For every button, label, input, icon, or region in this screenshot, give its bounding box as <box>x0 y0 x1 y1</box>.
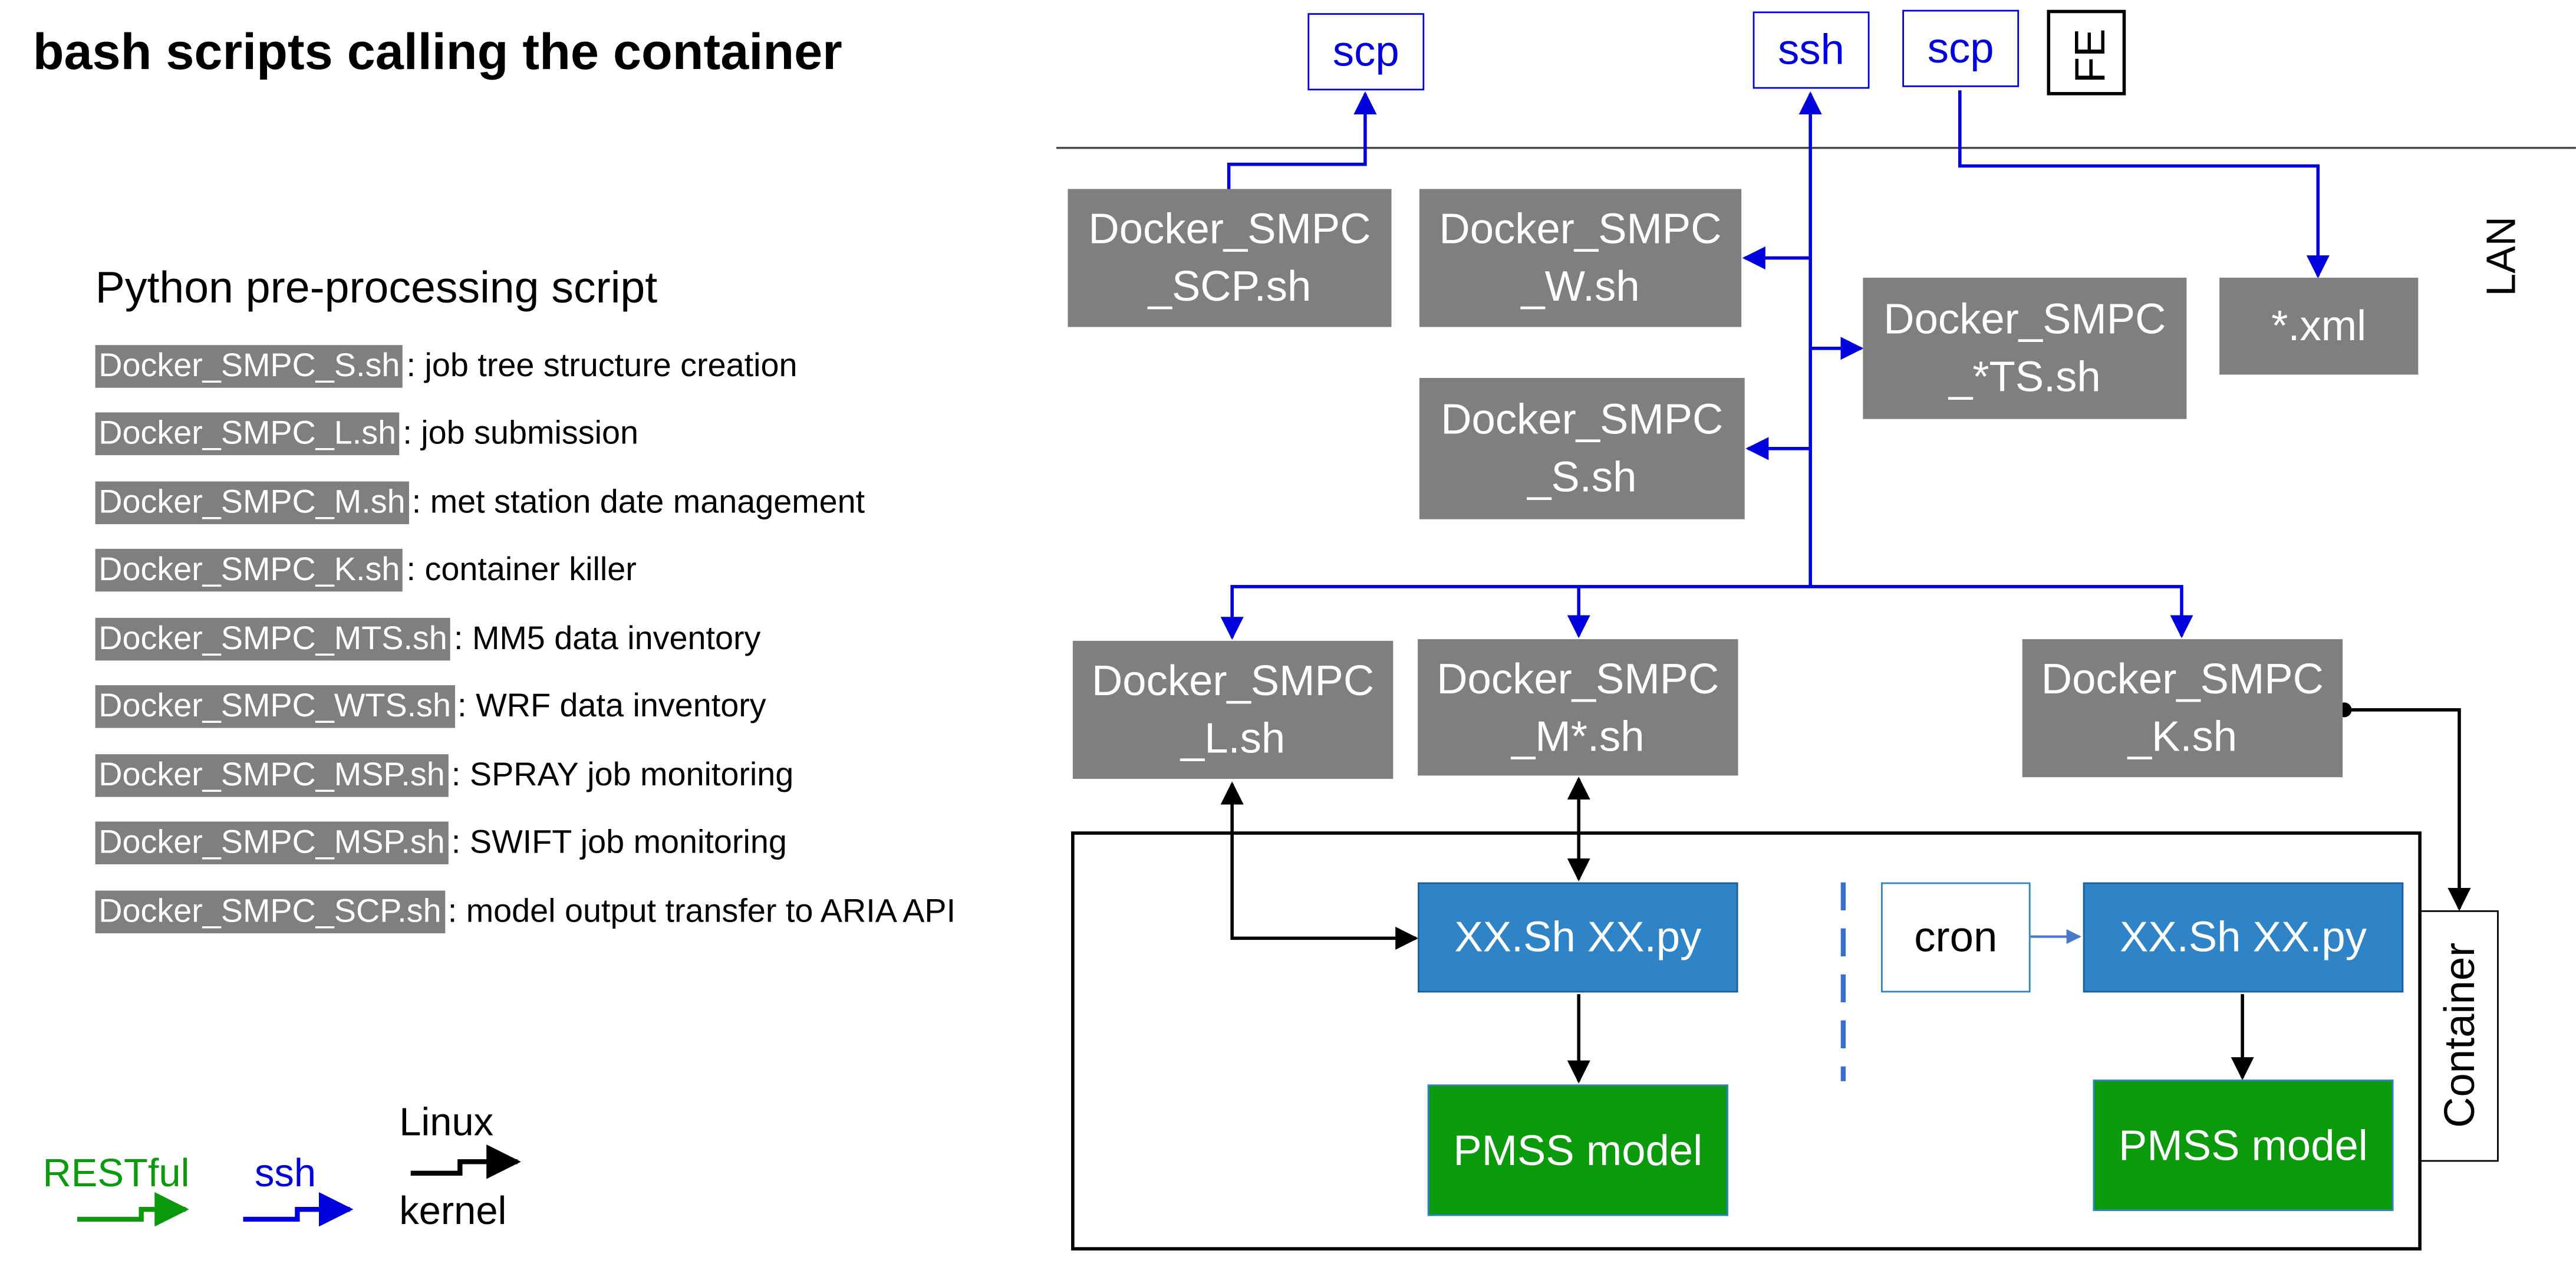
s-script-box: Docker_SMPC _S.sh <box>1419 377 1745 519</box>
script-name: Docker_SMPC_K.sh <box>95 548 403 592</box>
w-script-box: Docker_SMPC _W.sh <box>1419 189 1742 327</box>
scp-left-box: scp <box>1307 13 1425 91</box>
script-name: Docker_SMPC_WTS.sh <box>95 685 454 728</box>
m-script-box: Docker_SMPC _M*.sh <box>1418 639 1738 776</box>
script-list-item: Docker_SMPC_S.sh: job tree structure cre… <box>95 343 798 389</box>
script-name: Docker_SMPC_MTS.sh <box>95 617 451 661</box>
script-desc: : MM5 data inventory <box>453 620 761 657</box>
legend-restful-label: RESTful <box>42 1151 190 1196</box>
container-outline <box>1071 831 2422 1251</box>
script-name: Docker_SMPC_L.sh <box>95 412 400 455</box>
script-list-item: Docker_SMPC_WTS.sh: WRF data inventory <box>95 683 766 729</box>
page-title: bash scripts calling the container <box>32 23 842 81</box>
script-name: Docker_SMPC_M.sh <box>95 481 409 525</box>
lan-label: LAN <box>2479 216 2525 297</box>
script-list-item: Docker_SMPC_MSP.sh: SWIFT job monitoring <box>95 820 787 866</box>
script-list-item: Docker_SMPC_L.sh: job submission <box>95 411 638 457</box>
legend-restful-arrow <box>77 1192 189 1227</box>
scp-to-xml <box>1958 90 2330 279</box>
l-script-box: Docker_SMPC _L.sh <box>1072 640 1394 779</box>
scp-connector <box>1227 91 1377 189</box>
fe-label: FE <box>2065 28 2114 84</box>
script-name: Docker_SMPC_SCP.sh <box>95 890 445 933</box>
script-list-item: Docker_SMPC_MTS.sh: MM5 data inventory <box>95 616 761 662</box>
ssh-to-k <box>1810 585 2193 639</box>
legend-kernel-label: kernel <box>399 1189 507 1234</box>
k-to-container <box>2344 708 2471 912</box>
script-desc: : SWIFT job monitoring <box>451 824 787 860</box>
scp-right-box: scp <box>1902 9 2020 87</box>
pmss-model-left-box: PMSS model <box>1427 1084 1728 1216</box>
l-to-xx-connector <box>1220 781 1419 950</box>
script-list-item: Docker_SMPC_SCP.sh: model output transfe… <box>95 889 956 935</box>
script-name: Docker_SMPC_MSP.sh <box>95 754 449 797</box>
legend-ssh-label: ssh <box>254 1151 317 1196</box>
script-list-item: Docker_SMPC_K.sh: container killer <box>95 547 637 593</box>
container-label: Container <box>2435 942 2484 1128</box>
xml-box: *.xml <box>2219 277 2419 375</box>
cron-box: cron <box>1881 882 2031 993</box>
xx-sh-py-left-box: XX.Sh XX.py <box>1418 882 1738 993</box>
script-list-item: Docker_SMPC_M.sh: met station date manag… <box>95 480 865 526</box>
script-desc: : met station date management <box>411 483 865 521</box>
script-desc: : model output transfer to ARIA API <box>447 893 956 929</box>
k-script-box: Docker_SMPC _K.sh <box>2022 639 2343 778</box>
scp-script-box: Docker_SMPC _SCP.sh <box>1068 189 1392 327</box>
legend-ssh-arrow <box>243 1192 354 1227</box>
legend-kernel-arrow <box>410 1144 521 1179</box>
script-desc: : container killer <box>406 551 637 588</box>
legend-linux-label: Linux <box>399 1101 494 1146</box>
script-desc: : job tree structure creation <box>406 347 798 384</box>
fe-box: FE <box>2047 9 2126 96</box>
xx-sh-py-right-box: XX.Sh XX.py <box>2083 882 2404 993</box>
pmss-model-right-box: PMSS model <box>2093 1079 2394 1211</box>
script-list-item: Docker_SMPC_MSP.sh: SPRAY job monitoring <box>95 752 794 798</box>
ts-script-box: Docker_SMPC _*TS.sh <box>1863 277 2187 419</box>
ssh-to-l <box>1220 585 1811 640</box>
container-label-box: Container <box>2420 910 2499 1162</box>
script-name: Docker_SMPC_S.sh <box>95 345 403 388</box>
ssh-box: ssh <box>1753 11 1870 89</box>
script-name: Docker_SMPC_MSP.sh <box>95 821 449 864</box>
script-desc: : SPRAY job monitoring <box>451 756 794 793</box>
python-script-heading: Python pre-processing script <box>95 262 658 312</box>
script-desc: : job submission <box>403 414 638 452</box>
script-desc: : WRF data inventory <box>457 687 766 724</box>
